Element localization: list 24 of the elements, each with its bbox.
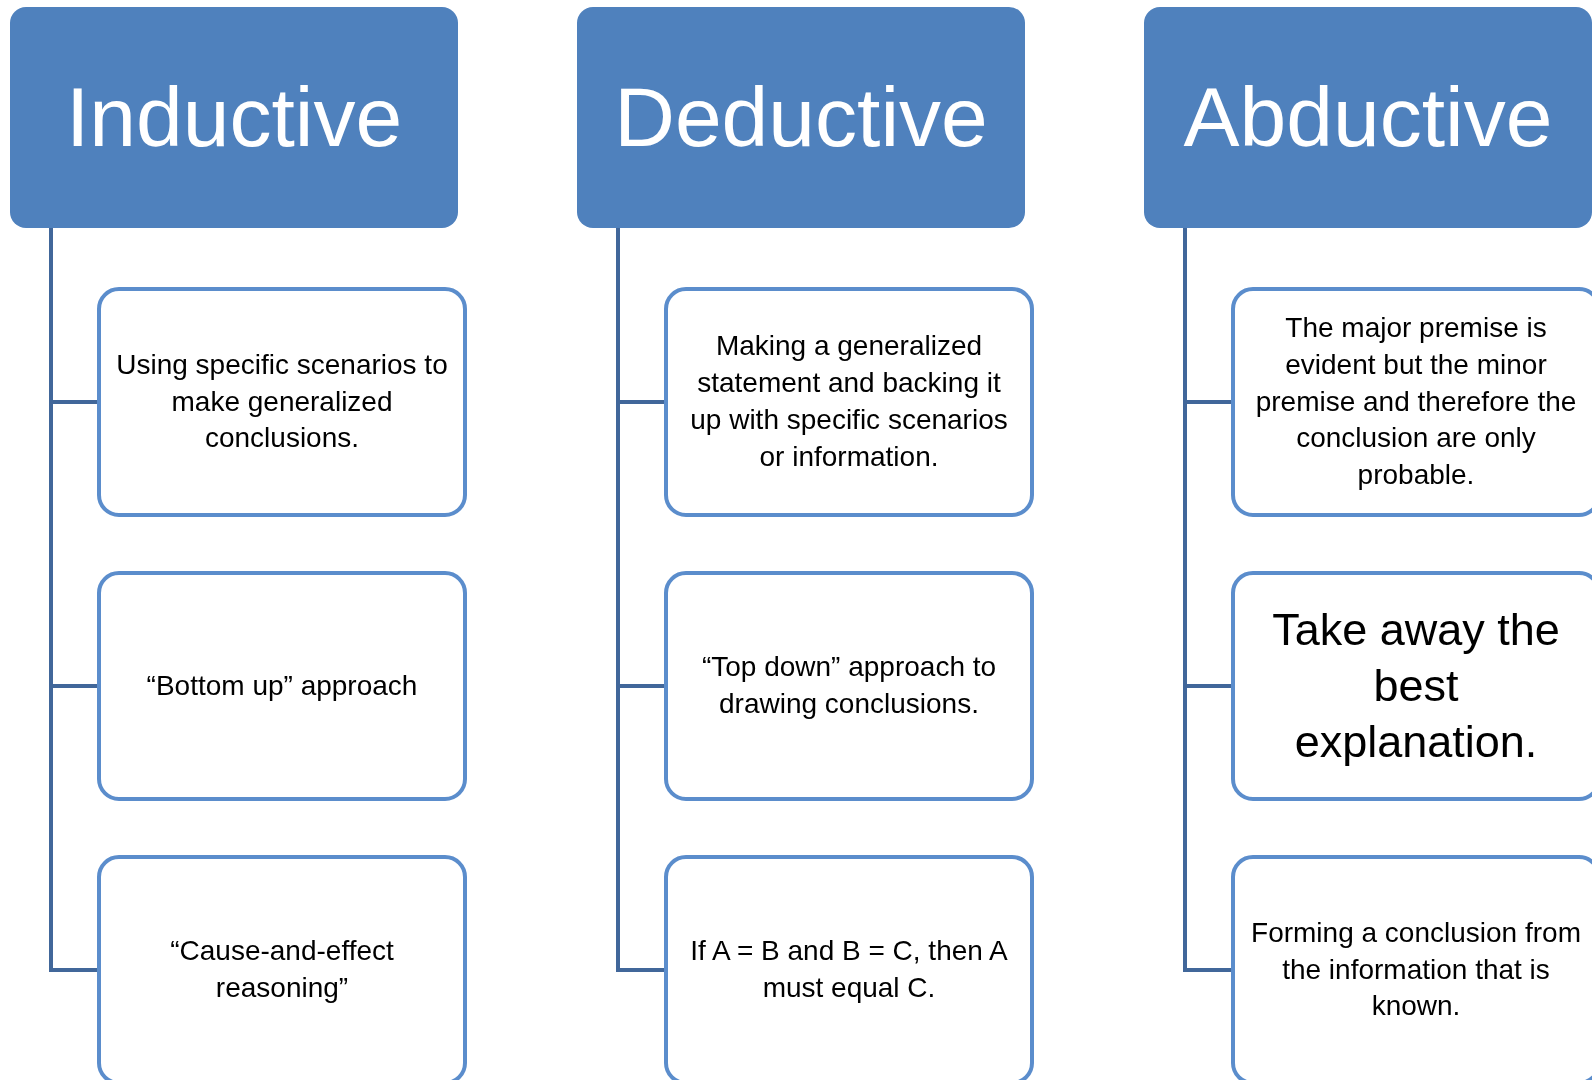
node-text: Take away the best explanation.	[1271, 602, 1561, 770]
node-text: Using specific scenarios to make generalized conclusions.	[115, 347, 449, 456]
node-text: Deductive	[614, 69, 988, 166]
description-box	[97, 287, 467, 517]
description-box	[97, 571, 467, 801]
node-text: “Top down” approach to drawing conclusions.	[700, 650, 998, 721]
node-text: Forming a conclusion from the information that is known.	[1250, 915, 1582, 1024]
node-text: Making a generalized statement and backing it up with specific scenarios or information.	[689, 329, 1009, 474]
header-box	[577, 7, 1025, 228]
description-box	[664, 855, 1034, 1080]
description-box	[1231, 287, 1592, 517]
node-text: Inductive	[65, 69, 403, 166]
description-box	[97, 855, 467, 1080]
node-text: The major premise is evident but the minor premise and therefore the conclusion are only probable.	[1254, 310, 1578, 493]
description-box	[664, 287, 1034, 517]
description-box	[1231, 571, 1592, 801]
description-box	[664, 571, 1034, 801]
description-box	[1231, 855, 1592, 1080]
node-text: “Cause-and-effect reasoning”	[169, 934, 395, 1005]
node-text: Abductive	[1183, 69, 1553, 166]
header-box	[10, 7, 458, 228]
header-box	[1144, 7, 1592, 228]
node-text: If A = B and B = C, then A must equal C.	[689, 934, 1009, 1005]
node-text: “Bottom up” approach	[146, 668, 418, 703]
